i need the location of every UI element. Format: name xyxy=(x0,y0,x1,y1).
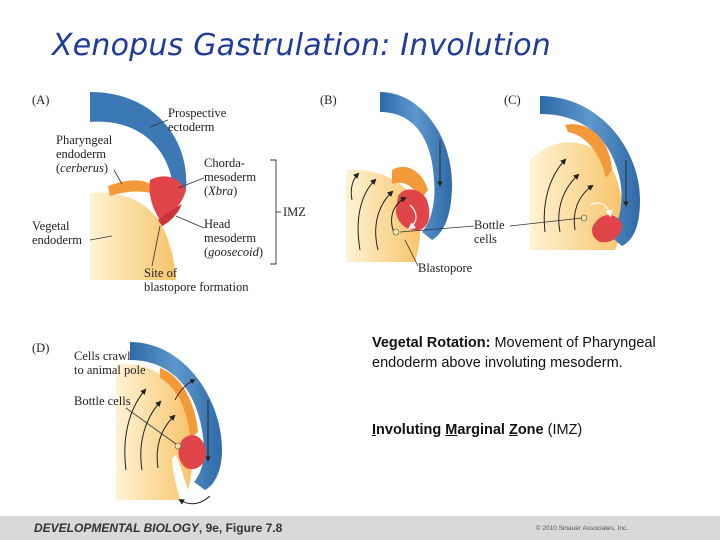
figure-credit: DEVELOPMENTAL BIOLOGY, 9e, Figure 7.8 xyxy=(34,521,283,535)
label-chorda: Chorda- xyxy=(204,156,245,170)
label-pharyngeal-endoderm: endoderm xyxy=(56,147,106,161)
label-pharyngeal: Pharyngeal xyxy=(56,133,113,147)
imz-note: Involuting Marginal Zone (IMZ) xyxy=(372,422,583,438)
label-head-mesoderm: mesoderm xyxy=(204,231,256,245)
panel-b-diagram xyxy=(346,92,452,262)
label-cells-crawl: Cells crawl xyxy=(74,349,131,363)
label-blastopore: Blastopore xyxy=(418,261,473,275)
label-xbra: (Xbra) xyxy=(204,184,237,198)
label-chorda-mesoderm: mesoderm xyxy=(204,170,256,184)
label-blastopore-formation: blastopore formation xyxy=(144,280,249,294)
label-vegetal-endoderm: endoderm xyxy=(32,233,82,247)
label-head: Head xyxy=(204,217,231,231)
footer-bar xyxy=(0,516,720,540)
panel-c-label: (C) xyxy=(504,93,521,107)
label-bottle: Bottle xyxy=(474,218,505,232)
panel-c-diagram xyxy=(530,96,640,250)
label-prospective: Prospective xyxy=(168,106,227,120)
panel-a-diagram xyxy=(90,92,187,280)
label-bottle-cells: cells xyxy=(474,232,497,246)
vegetal-rotation-text: Movement of Pharyngeal endoderm above in… xyxy=(372,335,656,371)
label-ectoderm: ectoderm xyxy=(168,120,215,134)
label-site-of: Site of xyxy=(144,266,178,280)
slide-title: Xenopus Gastrulation: Involution xyxy=(52,28,551,63)
label-to-animal-pole: to animal pole xyxy=(74,363,146,377)
panel-d-label: (D) xyxy=(32,341,49,355)
label-cerberus: (cerberus) xyxy=(56,161,108,175)
label-vegetal: Vegetal xyxy=(32,219,70,233)
label-goosecoid: (goosecoid) xyxy=(204,245,263,259)
panel-d-diagram xyxy=(116,342,222,505)
copyright: © 2010 Sinauer Associates, Inc. xyxy=(535,525,628,532)
panel-a-label: (A) xyxy=(32,93,49,107)
label-bottle-cells-d: Bottle cells xyxy=(74,394,131,408)
vegetal-rotation-note: Vegetal Rotation: Movement of Pharyngeal… xyxy=(372,333,702,373)
vegetal-rotation-heading: Vegetal Rotation: xyxy=(372,335,491,351)
panel-b-label: (B) xyxy=(320,93,337,107)
label-imz: IMZ xyxy=(283,205,306,219)
